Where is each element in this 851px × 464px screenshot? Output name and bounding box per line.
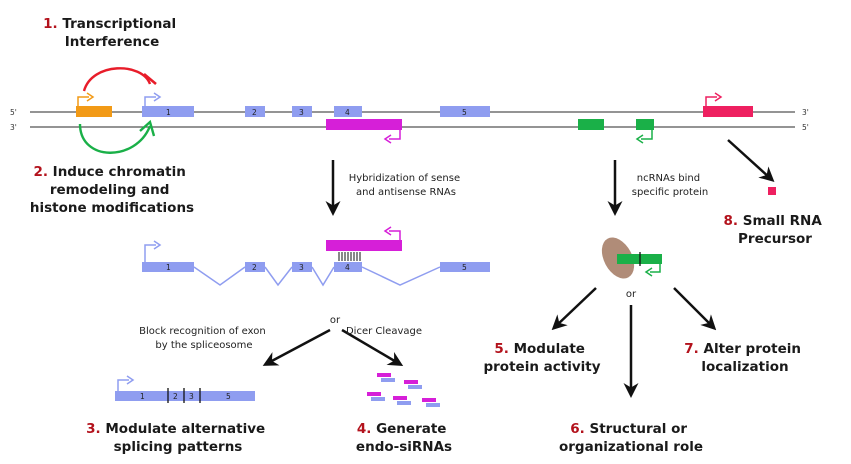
exon-2 (245, 106, 265, 117)
pink-tss-arrow (705, 96, 717, 106)
mechanism-1: 1. Transcriptional Interference (43, 16, 181, 92)
or-label-right: or (626, 289, 637, 300)
protein-binding-branch: ncRNAs bind specific protein or (551, 160, 717, 398)
small-rna-product (768, 187, 776, 195)
green-remodeling-arrow (78, 123, 152, 154)
mechanism-8: 8. Small RNA Precursor (724, 139, 827, 247)
alternatively-spliced-mrna (115, 391, 255, 401)
block-recognition-arrow (262, 328, 331, 366)
arrow-to-mechanism-7 (673, 287, 717, 331)
mechanism-2-label: 2. Induce chromatin remodeling and histo… (30, 164, 194, 216)
sirna-fragments (367, 373, 440, 407)
green-ncrna-2 (636, 119, 654, 130)
svg-text:5: 5 (462, 263, 467, 272)
mechanism-1-label: 1. Transcriptional Interference (43, 16, 181, 50)
svg-text:2: 2 (252, 263, 257, 272)
svg-text:4: 4 (345, 263, 350, 272)
intron-3 (311, 266, 335, 287)
mechanism-6: 6. Structural or organizational role (559, 421, 703, 455)
arrow-to-mechanism-8 (727, 139, 775, 183)
exon-3 (292, 106, 312, 117)
genomic-locus: 5' 3' 3' 5' 1 2 3 4 5 (10, 92, 809, 144)
red-interference-arrow (82, 67, 152, 92)
orange-tss-arrow (77, 96, 89, 106)
hybridization-note: Hybridization of sense and antisense RNA… (349, 173, 464, 198)
mechanism-3: 1 2 3 5 3. Modulate alternative splicing… (86, 375, 270, 455)
strand-label-5prime-bottom: 5' (802, 123, 809, 132)
exon-1 (142, 106, 194, 117)
intron-4 (361, 266, 441, 286)
green-ncrna-1 (578, 119, 604, 130)
magenta-tss-arrow (389, 130, 401, 140)
mechanism-2: 2. Induce chromatin remodeling and histo… (30, 119, 194, 216)
block-recognition-note: Block recognition of exon by the spliceo… (139, 326, 269, 351)
exon-3-label: 3 (299, 108, 304, 117)
exon-4 (334, 106, 362, 117)
exon-2-label: 2 (252, 108, 257, 117)
green-tss-arrow (641, 130, 653, 140)
dicer-arrow (341, 328, 404, 367)
svg-text:1: 1 (140, 392, 145, 401)
svg-text:3: 3 (299, 263, 304, 272)
svg-text:3: 3 (189, 392, 194, 401)
intron-1 (193, 266, 246, 286)
svg-text:2: 2 (173, 392, 178, 401)
mechanism-4-label: 4. Generate endo-siRNAs (356, 421, 452, 455)
exon-5 (440, 106, 490, 117)
mechanism-6-label: 6. Structural or organizational role (559, 421, 703, 455)
arrow-to-mechanism-5 (551, 287, 597, 331)
exon-1-label: 1 (166, 108, 171, 117)
orange-transcript (76, 106, 112, 117)
sense-tss-arrow (144, 96, 156, 106)
mechanism-4: 4. Generate endo-siRNAs (356, 373, 452, 455)
hybridization-branch: Hybridization of sense and antisense RNA… (139, 160, 490, 367)
strand-label-3prime-top: 3' (802, 108, 809, 117)
mechanism-8-label: 8. Small RNA Precursor (724, 213, 827, 247)
strand-label-3prime-bottom: 3' (10, 123, 17, 132)
intron-2 (264, 266, 293, 287)
exon-5-label: 5 (462, 108, 467, 117)
mechanism-5: 5. Modulate protein activity (483, 341, 600, 375)
mechanism-5-label: 5. Modulate protein activity (483, 341, 600, 375)
or-label-left: or (330, 315, 341, 326)
magenta-antisense-transcript (326, 119, 402, 130)
svg-text:5: 5 (226, 392, 231, 401)
svg-text:1: 1 (166, 263, 171, 272)
spliced-pre-mrna: 1 2 3 4 5 (142, 240, 490, 287)
strand-label-5prime-top: 5' (10, 108, 17, 117)
pink-transcript (703, 106, 753, 117)
dicer-note: Dicer Cleavage (346, 326, 422, 337)
mechanism-7-label: 7. Alter protein localization (684, 341, 805, 375)
mechanism-7: 7. Alter protein localization (684, 341, 805, 375)
exon-4-label: 4 (345, 108, 350, 117)
hybridized-antisense-rna (326, 240, 402, 251)
mechanism-3-label: 3. Modulate alternative splicing pattern… (86, 421, 270, 455)
ncrna-bind-note: ncRNAs bind specific protein (632, 173, 709, 198)
base-pairing-hatch (338, 252, 361, 261)
